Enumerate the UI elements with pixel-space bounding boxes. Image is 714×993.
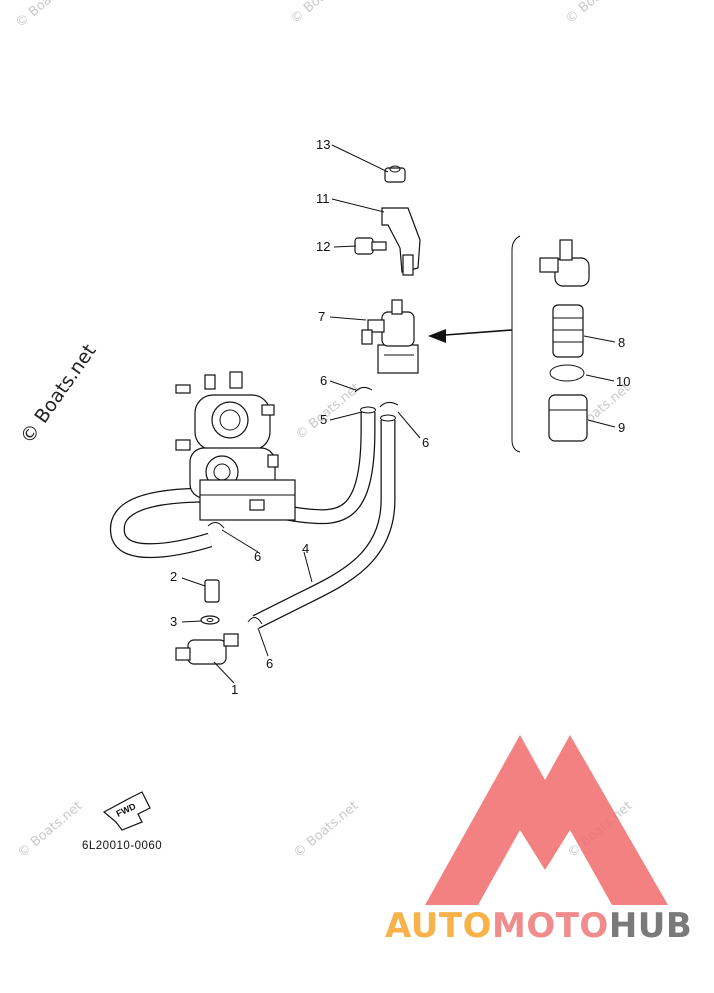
callout-5: 5: [320, 412, 327, 427]
watermark: © Boats.net: [13, 0, 83, 31]
watermark: © Boats.net: [563, 0, 633, 27]
fwd-arrow: FWD: [102, 791, 151, 831]
clip-6: [379, 401, 399, 408]
callout-1: 1: [231, 682, 238, 697]
watermark: © Boats.net: [288, 0, 358, 27]
filter-element-8: [552, 304, 584, 358]
callout-7: 7: [318, 309, 325, 324]
callout-10: 10: [616, 374, 630, 389]
bracket-assembly: [354, 165, 421, 276]
callout-6: 6: [266, 656, 273, 671]
callout-6: 6: [422, 435, 429, 450]
watermark: © Boats.net: [291, 799, 361, 861]
fuel-joint-assembly: [175, 579, 239, 665]
filter-cup-9: [548, 394, 588, 442]
callout-6: 6: [320, 373, 327, 388]
callout-2: 2: [170, 569, 177, 584]
callout-9: 9: [618, 420, 625, 435]
hose-clips: [207, 386, 399, 625]
fuel-joint-1: [187, 639, 227, 665]
watermark: © Boats.net: [293, 381, 363, 443]
callout-4: 4: [302, 541, 309, 556]
callout-6: 6: [254, 549, 261, 564]
exploded-view: [428, 235, 590, 453]
watermark: © Boats.net: [15, 799, 85, 861]
filter-head: [554, 257, 590, 287]
callout-8: 8: [618, 335, 625, 350]
brand-moto: MOTO: [492, 906, 609, 946]
clip-6: [354, 386, 373, 393]
nut-13: [384, 167, 406, 183]
bolt-2: [204, 579, 220, 603]
exploded-bracket-line: [511, 235, 521, 453]
o-ring-10: [549, 364, 585, 382]
callout-12: 12: [316, 239, 330, 254]
watermark-layer: © Boats.net © Boats.net © Boats.net © Bo…: [13, 0, 635, 861]
leader-lines: [181, 144, 616, 684]
logo-mark-icon: [425, 735, 668, 905]
brand-auto: AUTO: [385, 906, 492, 946]
svg-text:AUTOMOTOHUB: AUTOMOTOHUB: [385, 906, 692, 946]
carburetor: [175, 371, 296, 521]
fwd-arrow-icon: [102, 791, 151, 831]
washer-3: [200, 615, 220, 625]
callout-13: 13: [316, 137, 330, 152]
brand-hub: HUB: [609, 906, 692, 946]
diagram-code: 6L20010-0060: [82, 840, 162, 852]
automotohub-logo: AUTOMOTOHUB: [385, 735, 692, 946]
clip-6: [207, 522, 225, 529]
fuel-filter: [361, 299, 419, 374]
bolt-12: [354, 237, 374, 255]
bracket-11: [381, 207, 421, 273]
callout-11: 11: [316, 191, 330, 206]
callout-3: 3: [170, 614, 177, 629]
clip-6: [247, 617, 263, 625]
watermark-large: © Boats.net: [16, 340, 101, 448]
callout-labels: 13 11 12 7 6 5 6 6 4 2 3 6 1 8 10 9: [170, 137, 630, 697]
